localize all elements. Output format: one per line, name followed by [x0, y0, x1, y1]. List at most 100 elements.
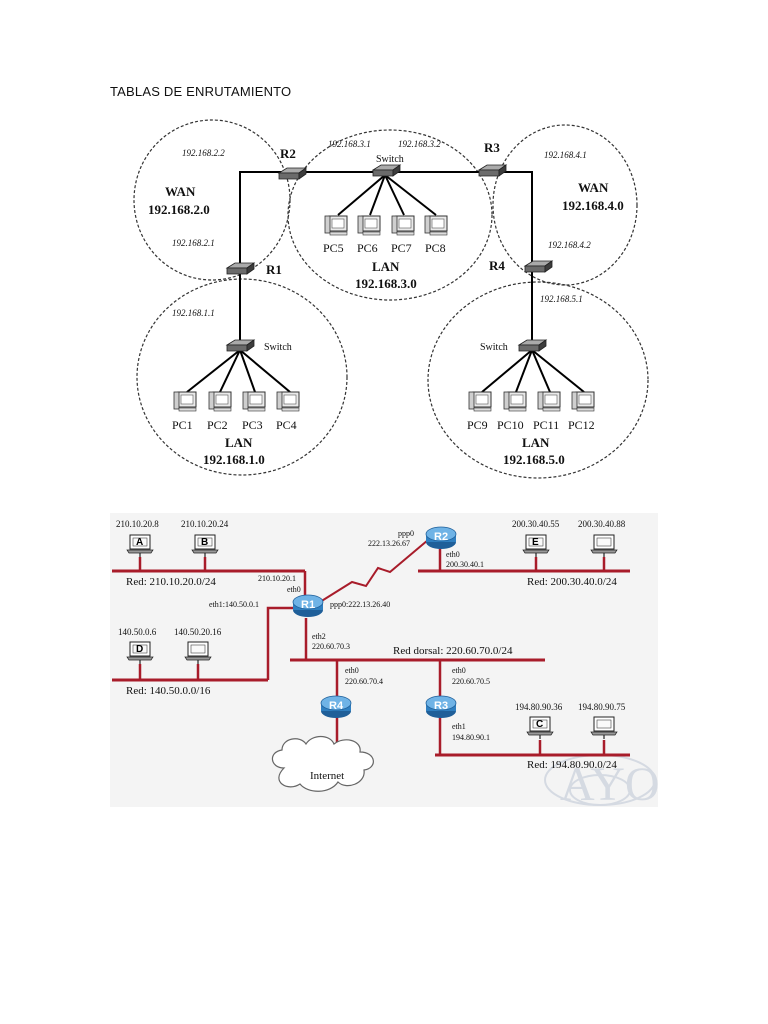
pc-label: PC8 [425, 241, 446, 255]
pc-label: PC2 [207, 418, 228, 432]
switch-label: Switch [264, 342, 292, 353]
pc-label: PC4 [276, 418, 297, 432]
pc-icon [242, 391, 266, 412]
page-title: TABLAS DE ENRUTAMIENTO [110, 84, 292, 99]
host-ip: 194.80.90.75 [578, 702, 626, 712]
diagram-bottom: AYO R1 R2 R4 R3 [110, 513, 660, 811]
interface-ip: 220.60.70.3 [312, 642, 350, 651]
switch-top [372, 164, 401, 177]
wan-left-zone [133, 119, 291, 281]
router-label: R3 [484, 140, 500, 155]
interface-name: eth1 [452, 722, 466, 731]
router-label: R1 [301, 599, 315, 611]
router-label: R2 [280, 146, 296, 161]
ip-label: 192.168.2.1 [172, 238, 215, 248]
network-label: Red: 200.30.40.0/24 [527, 576, 617, 588]
host-letter: C [536, 719, 543, 730]
pc-label: PC12 [568, 418, 595, 432]
network-label: Red: 194.80.90.0/24 [527, 759, 617, 771]
host-letter: D [136, 644, 143, 655]
interface-label: ppp0:222.13.26.40 [330, 600, 390, 609]
host-ip: 200.30.40.55 [512, 519, 560, 529]
lan-top-zone [287, 129, 493, 301]
host-ip: 200.30.40.88 [578, 519, 626, 529]
interface-name: eth2 [312, 632, 326, 641]
host-ip: 210.10.20.24 [181, 519, 229, 529]
ip-label: 192.168.4.2 [548, 240, 591, 250]
router-label: R4 [329, 700, 344, 712]
switch-left [226, 339, 255, 352]
pc-icon [208, 391, 232, 412]
wan-right-zone [492, 124, 638, 286]
pc-label: PC6 [357, 241, 378, 255]
switch-label: Switch [376, 154, 404, 165]
switch-right [518, 339, 547, 352]
interface-ip: 210.10.20.1 [258, 574, 296, 583]
network-label: Red dorsal: 220.60.70.0/24 [393, 645, 513, 657]
internet-label: Internet [310, 770, 344, 782]
pc-label: PC11 [533, 418, 559, 432]
lan-left-zone [136, 278, 348, 476]
pc-icon [503, 391, 527, 412]
interface-ip: 220.60.70.4 [345, 677, 383, 686]
interface-name: eth0 [345, 666, 359, 675]
pc-label: PC3 [242, 418, 263, 432]
ip-label: 192.168.2.2 [182, 148, 225, 158]
network-type: WAN [165, 184, 196, 199]
watermark-logo: AYO [544, 754, 660, 811]
network-label: Red: 210.10.20.0/24 [126, 576, 216, 588]
host-ip: 140.50.0.6 [118, 627, 157, 637]
network-address: 192.168.5.0 [503, 452, 565, 467]
router-label: R4 [489, 258, 505, 273]
host-ip: 194.80.90.36 [515, 702, 563, 712]
interface-name: eth0 [287, 585, 301, 594]
host-letter: E [532, 537, 539, 548]
network-type: LAN [522, 435, 550, 450]
ip-label: 192.168.4.1 [544, 150, 587, 160]
ip-label: 192.168.5.1 [540, 294, 583, 304]
interface-ip: 194.80.90.1 [452, 733, 490, 742]
network-address: 192.168.1.0 [203, 452, 265, 467]
ip-label: 192.168.1.1 [172, 308, 215, 318]
interface-name: eth0 [446, 550, 460, 559]
network-address: 192.168.4.0 [562, 198, 624, 213]
ppp-link [319, 539, 429, 603]
interface-label: eth1:140.50.0.1 [209, 600, 259, 609]
interface-ip: 222.13.26.67 [368, 539, 410, 548]
router-r3 [478, 164, 507, 177]
interface-name: eth0 [452, 666, 466, 675]
interface-ip: 200.30.40.1 [446, 560, 484, 569]
pc-label: PC7 [391, 241, 412, 255]
host-letter: B [201, 537, 208, 548]
router-label: R2 [434, 531, 448, 543]
interface-ip: 220.60.70.5 [452, 677, 490, 686]
router-label: R1 [266, 262, 282, 277]
pc-icon [173, 391, 197, 412]
router-r4 [524, 260, 553, 273]
pc-icon [391, 215, 415, 236]
router-r2 [278, 167, 307, 180]
interface-name: ppp0 [398, 529, 414, 538]
pc-label: PC1 [172, 418, 193, 432]
pc-label: PC10 [497, 418, 524, 432]
internet-cloud-icon [271, 735, 374, 792]
ip-label: 192.168.3.1 [328, 139, 371, 149]
diagram-top: R2 R1 R3 R4 Switch Switch Switch 192.168… [133, 119, 649, 479]
pc-icon [324, 215, 348, 236]
pc-label: PC9 [467, 418, 488, 432]
network-type: LAN [372, 259, 400, 274]
network-label: Red: 140.50.0.0/16 [126, 685, 211, 697]
router-r1 [226, 262, 255, 275]
pc-icon [276, 391, 300, 412]
network-address: 192.168.2.0 [148, 202, 210, 217]
network-address: 192.168.3.0 [355, 276, 417, 291]
network-type: WAN [578, 180, 609, 195]
router-label: R3 [434, 700, 448, 712]
switch-label: Switch [480, 342, 508, 353]
network-type: LAN [225, 435, 253, 450]
pc-icon [571, 391, 595, 412]
host-ip: 140.50.20.16 [174, 627, 222, 637]
ip-label: 192.168.3.2 [398, 139, 441, 149]
pc-icon [537, 391, 561, 412]
